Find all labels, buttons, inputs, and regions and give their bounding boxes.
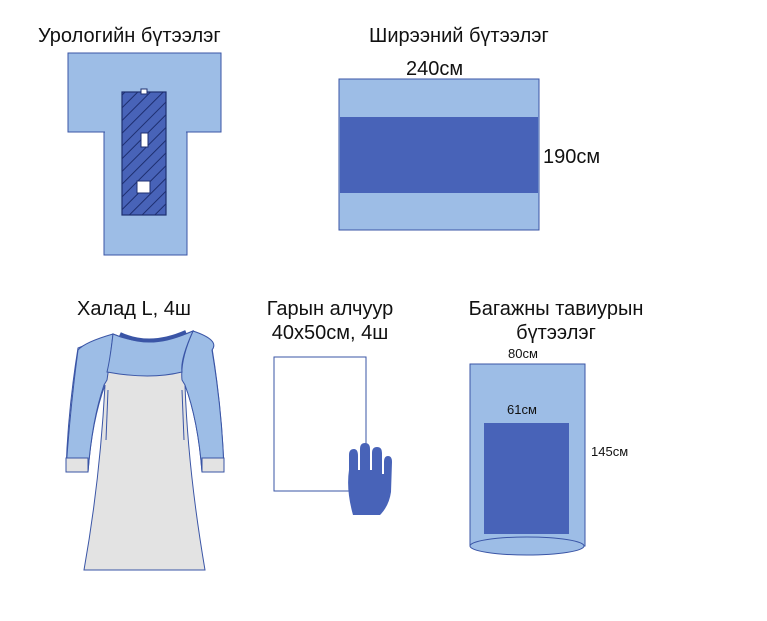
urology-drape-title: Урологийн бүтээлэг (38, 25, 221, 47)
gown-title: Халад L, 4ш (77, 298, 191, 320)
mayo-cover-title-line2: бүтээлэг (516, 322, 596, 344)
table-cover-width-label: 240см (406, 58, 464, 80)
mayo-cover-inner-width-label: 61см (507, 402, 537, 417)
urology-drape-fenestration-panel (121, 91, 167, 216)
hand-towel-title-line1: Гарын алчуур (266, 298, 394, 320)
fenestration-slot (140, 132, 149, 148)
tube-holder-icon (140, 88, 148, 95)
table-cover-illustration (338, 78, 540, 231)
mayo-cover-height-label: 145см (591, 444, 629, 459)
hand-towel-title-line2: 40x50см, 4ш (271, 322, 389, 344)
mayo-stand-cover-illustration (469, 363, 586, 556)
fenestration-square (136, 180, 151, 194)
mayo-cover-reinforced-area (484, 423, 569, 534)
mayo-cover-top-width-label: 80см (508, 346, 538, 361)
urology-drape-illustration (67, 52, 222, 256)
table-cover-title: Ширээний бүтээлэг (369, 25, 549, 47)
glove-icon (348, 443, 392, 515)
table-cover-reinforced-band (340, 117, 538, 193)
gown-illustration (65, 330, 225, 571)
hand-towel-illustration (273, 356, 392, 515)
mayo-cover-title-line1: Багажны тавиурын (468, 298, 644, 320)
table-cover-height-label: 190см (543, 146, 601, 168)
